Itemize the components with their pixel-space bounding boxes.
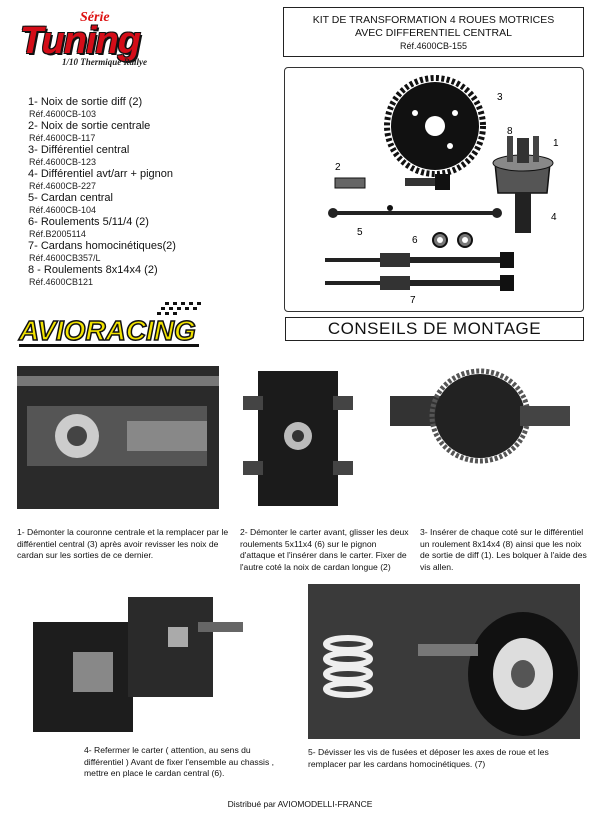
parts-drawing: 3 8 1 2 4 5 6 7: [325, 75, 559, 306]
logo-serie: Série: [80, 10, 110, 25]
avioracing-logo: AVIORACING: [15, 300, 225, 350]
central-gear-drawing: [384, 75, 486, 177]
avioracing-logo-graphic: AVIORACING: [17, 302, 201, 347]
part-item: 7- Cardans homocinétiques(2)Réf.4600CB35…: [28, 240, 258, 264]
part-ref: Réf.4600CB-227: [29, 181, 97, 191]
step5-photo: [308, 584, 580, 739]
diagram-number: 1: [553, 138, 559, 149]
part-ref: Réf.4600CB357/L: [29, 253, 101, 263]
part-ref: Réf.4600CB-123: [29, 157, 97, 167]
part-item: 8 - Roulements 8x14x4 (2)Réf.4600CB121: [28, 264, 258, 288]
cv-joints-drawing: [325, 252, 514, 291]
step2-photo: [238, 366, 358, 509]
central-cardan-drawing: [328, 208, 502, 218]
diagram-number: 8: [507, 126, 513, 137]
step3-photo: [380, 366, 580, 476]
step4-photo: [18, 582, 243, 737]
part-ref: Réf.4600CB-104: [29, 205, 97, 215]
part-item: 1- Noix de sortie diff (2)Réf.4600CB-103: [28, 96, 258, 120]
step3-caption: 3- Insérer de chaque coté sur le différe…: [420, 527, 587, 572]
logo-subtitle: 1/10 Thermique Rallye: [62, 57, 147, 67]
bearings-drawing: [432, 232, 473, 248]
part-ref: Réf.B2005114: [29, 229, 86, 239]
step3-photo-graphic: [390, 368, 570, 464]
part-label: 6- Roulements 5/11/4 (2): [28, 216, 149, 228]
part-ref: Réf.4600CB-103: [29, 109, 97, 119]
diagram-number: 2: [335, 162, 341, 173]
diagram-number: 3: [497, 92, 503, 103]
step4-caption: 4- Refermer le carter ( attention, au se…: [84, 745, 275, 778]
diagram-number: 5: [357, 227, 363, 238]
kit-title-line2: AVEC DIFFERENTIEL CENTRAL: [355, 27, 512, 39]
step1-caption: 1- Démonter la couronne centrale et la r…: [17, 527, 229, 560]
step4-photo-graphic: [33, 597, 243, 732]
differential-drawing: [492, 136, 554, 233]
diagram-number: 7: [410, 295, 416, 306]
step2-caption: 2- Démonter le carter avant, glisser les…: [240, 527, 409, 572]
part-ref: Réf.4600CB-117: [29, 133, 96, 143]
serie-tuning-logo: Série Tuning 1/10 Thermique Rallye: [18, 8, 218, 70]
kit-reference: Réf.4600CB-155: [399, 41, 468, 51]
distributor-footer: Distribué par AVIOMODELLI-FRANCE: [227, 799, 373, 809]
part-label: 1- Noix de sortie diff (2): [28, 96, 143, 108]
part-ref: Réf.4600CB121: [29, 277, 94, 287]
part-label: 8 - Roulements 8x14x4 (2): [28, 264, 158, 276]
part-label: 3- Différentiel central: [28, 144, 130, 156]
diagram-number: 4: [551, 212, 557, 223]
step2-photo-graphic: [243, 371, 353, 506]
step5-caption: 5- Dévisser les vis de fusées et déposer…: [308, 747, 549, 769]
kit-title-line1: KIT DE TRANSFORMATION 4 ROUES MOTRICES: [312, 14, 555, 26]
part-label: 5- Cardan central: [28, 192, 113, 204]
step1-photo: [17, 366, 219, 509]
kit-title-box: KIT DE TRANSFORMATION 4 ROUES MOTRICES A…: [283, 7, 584, 57]
avioracing-text: AVIORACING: [18, 315, 196, 346]
parts-list: 1- Noix de sortie diff (2)Réf.4600CB-103…: [28, 96, 258, 288]
part-label: 7- Cardans homocinétiques(2): [28, 240, 176, 252]
part-label: 4- Différentiel avt/arr + pignon: [28, 168, 174, 180]
step5-photo-graphic: [308, 584, 580, 739]
central-output-drawing: [334, 174, 450, 211]
conseils-title: CONSEILS DE MONTAGE: [285, 317, 584, 341]
logo-tuning: Tuning: [20, 20, 141, 62]
part-item: 6- Roulements 5/11/4 (2)Réf.B2005114: [28, 216, 258, 240]
parts-diagram: 3 8 1 2 4 5 6 7: [284, 67, 584, 312]
part-label: 2- Noix de sortie centrale: [28, 120, 151, 132]
diagram-number: 6: [412, 235, 418, 246]
step1-photo-graphic: [17, 366, 219, 509]
